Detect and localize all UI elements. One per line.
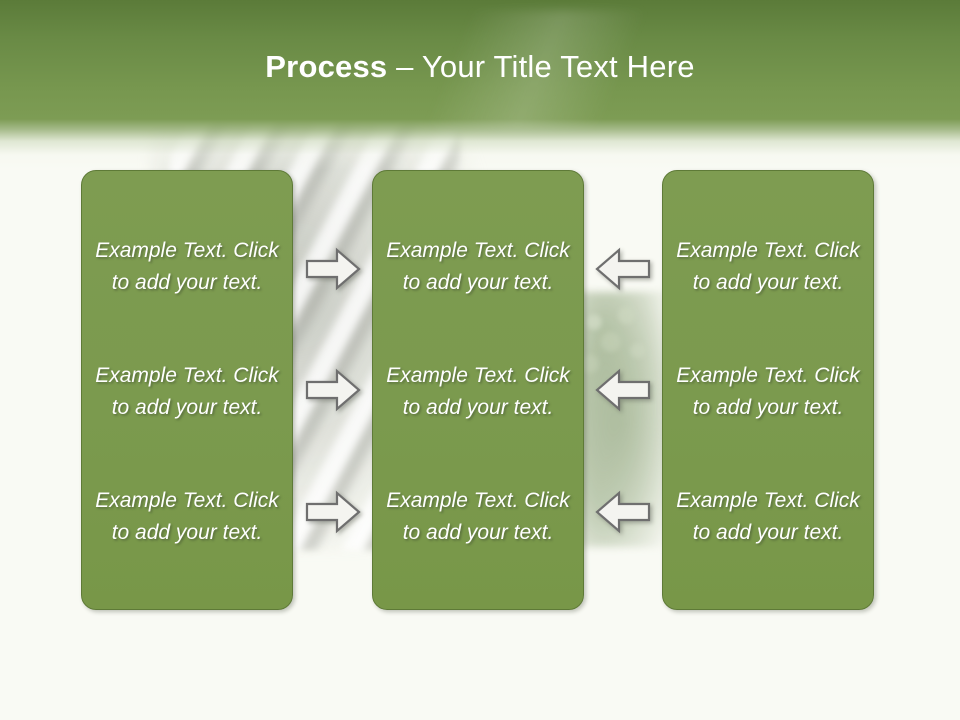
arrow-right-icon-1[interactable] bbox=[305, 247, 361, 291]
process-text-left-1[interactable]: Example Text. Click to add your text. bbox=[95, 239, 291, 295]
process-text-center-2[interactable]: Example Text. Click to add your text. bbox=[386, 363, 582, 419]
process-text-left-2[interactable]: Example Text. Click to add your text. bbox=[95, 363, 291, 419]
process-text-left-3[interactable]: Example Text. Click to add your text. bbox=[95, 488, 291, 544]
arrow-left-icon-2[interactable] bbox=[595, 368, 651, 412]
page-title-bold: Process bbox=[265, 49, 388, 84]
process-text-center-1[interactable]: Example Text. Click to add your text. bbox=[386, 239, 582, 295]
arrow-left-icon-3[interactable] bbox=[595, 490, 651, 534]
page-title-separator: – bbox=[387, 49, 422, 84]
process-text-center-3[interactable]: Example Text. Click to add your text. bbox=[386, 488, 582, 544]
process-text-right-1[interactable]: Example Text. Click to add your text. bbox=[676, 239, 872, 295]
process-box-right[interactable]: Example Text. Click to add your text. Ex… bbox=[662, 170, 874, 610]
arrow-right-icon-3[interactable] bbox=[305, 490, 361, 534]
process-box-center[interactable]: Example Text. Click to add your text. Ex… bbox=[372, 170, 584, 610]
arrow-left-icon-1[interactable] bbox=[595, 247, 651, 291]
process-text-right-2[interactable]: Example Text. Click to add your text. bbox=[676, 363, 872, 419]
page-title-rest: Your Title Text Here bbox=[421, 49, 695, 84]
arrow-right-icon-2[interactable] bbox=[305, 368, 361, 412]
page-title: Process – Your Title Text Here bbox=[0, 46, 960, 88]
process-box-left[interactable]: Example Text. Click to add your text. Ex… bbox=[81, 170, 293, 610]
process-text-right-3[interactable]: Example Text. Click to add your text. bbox=[676, 488, 872, 544]
